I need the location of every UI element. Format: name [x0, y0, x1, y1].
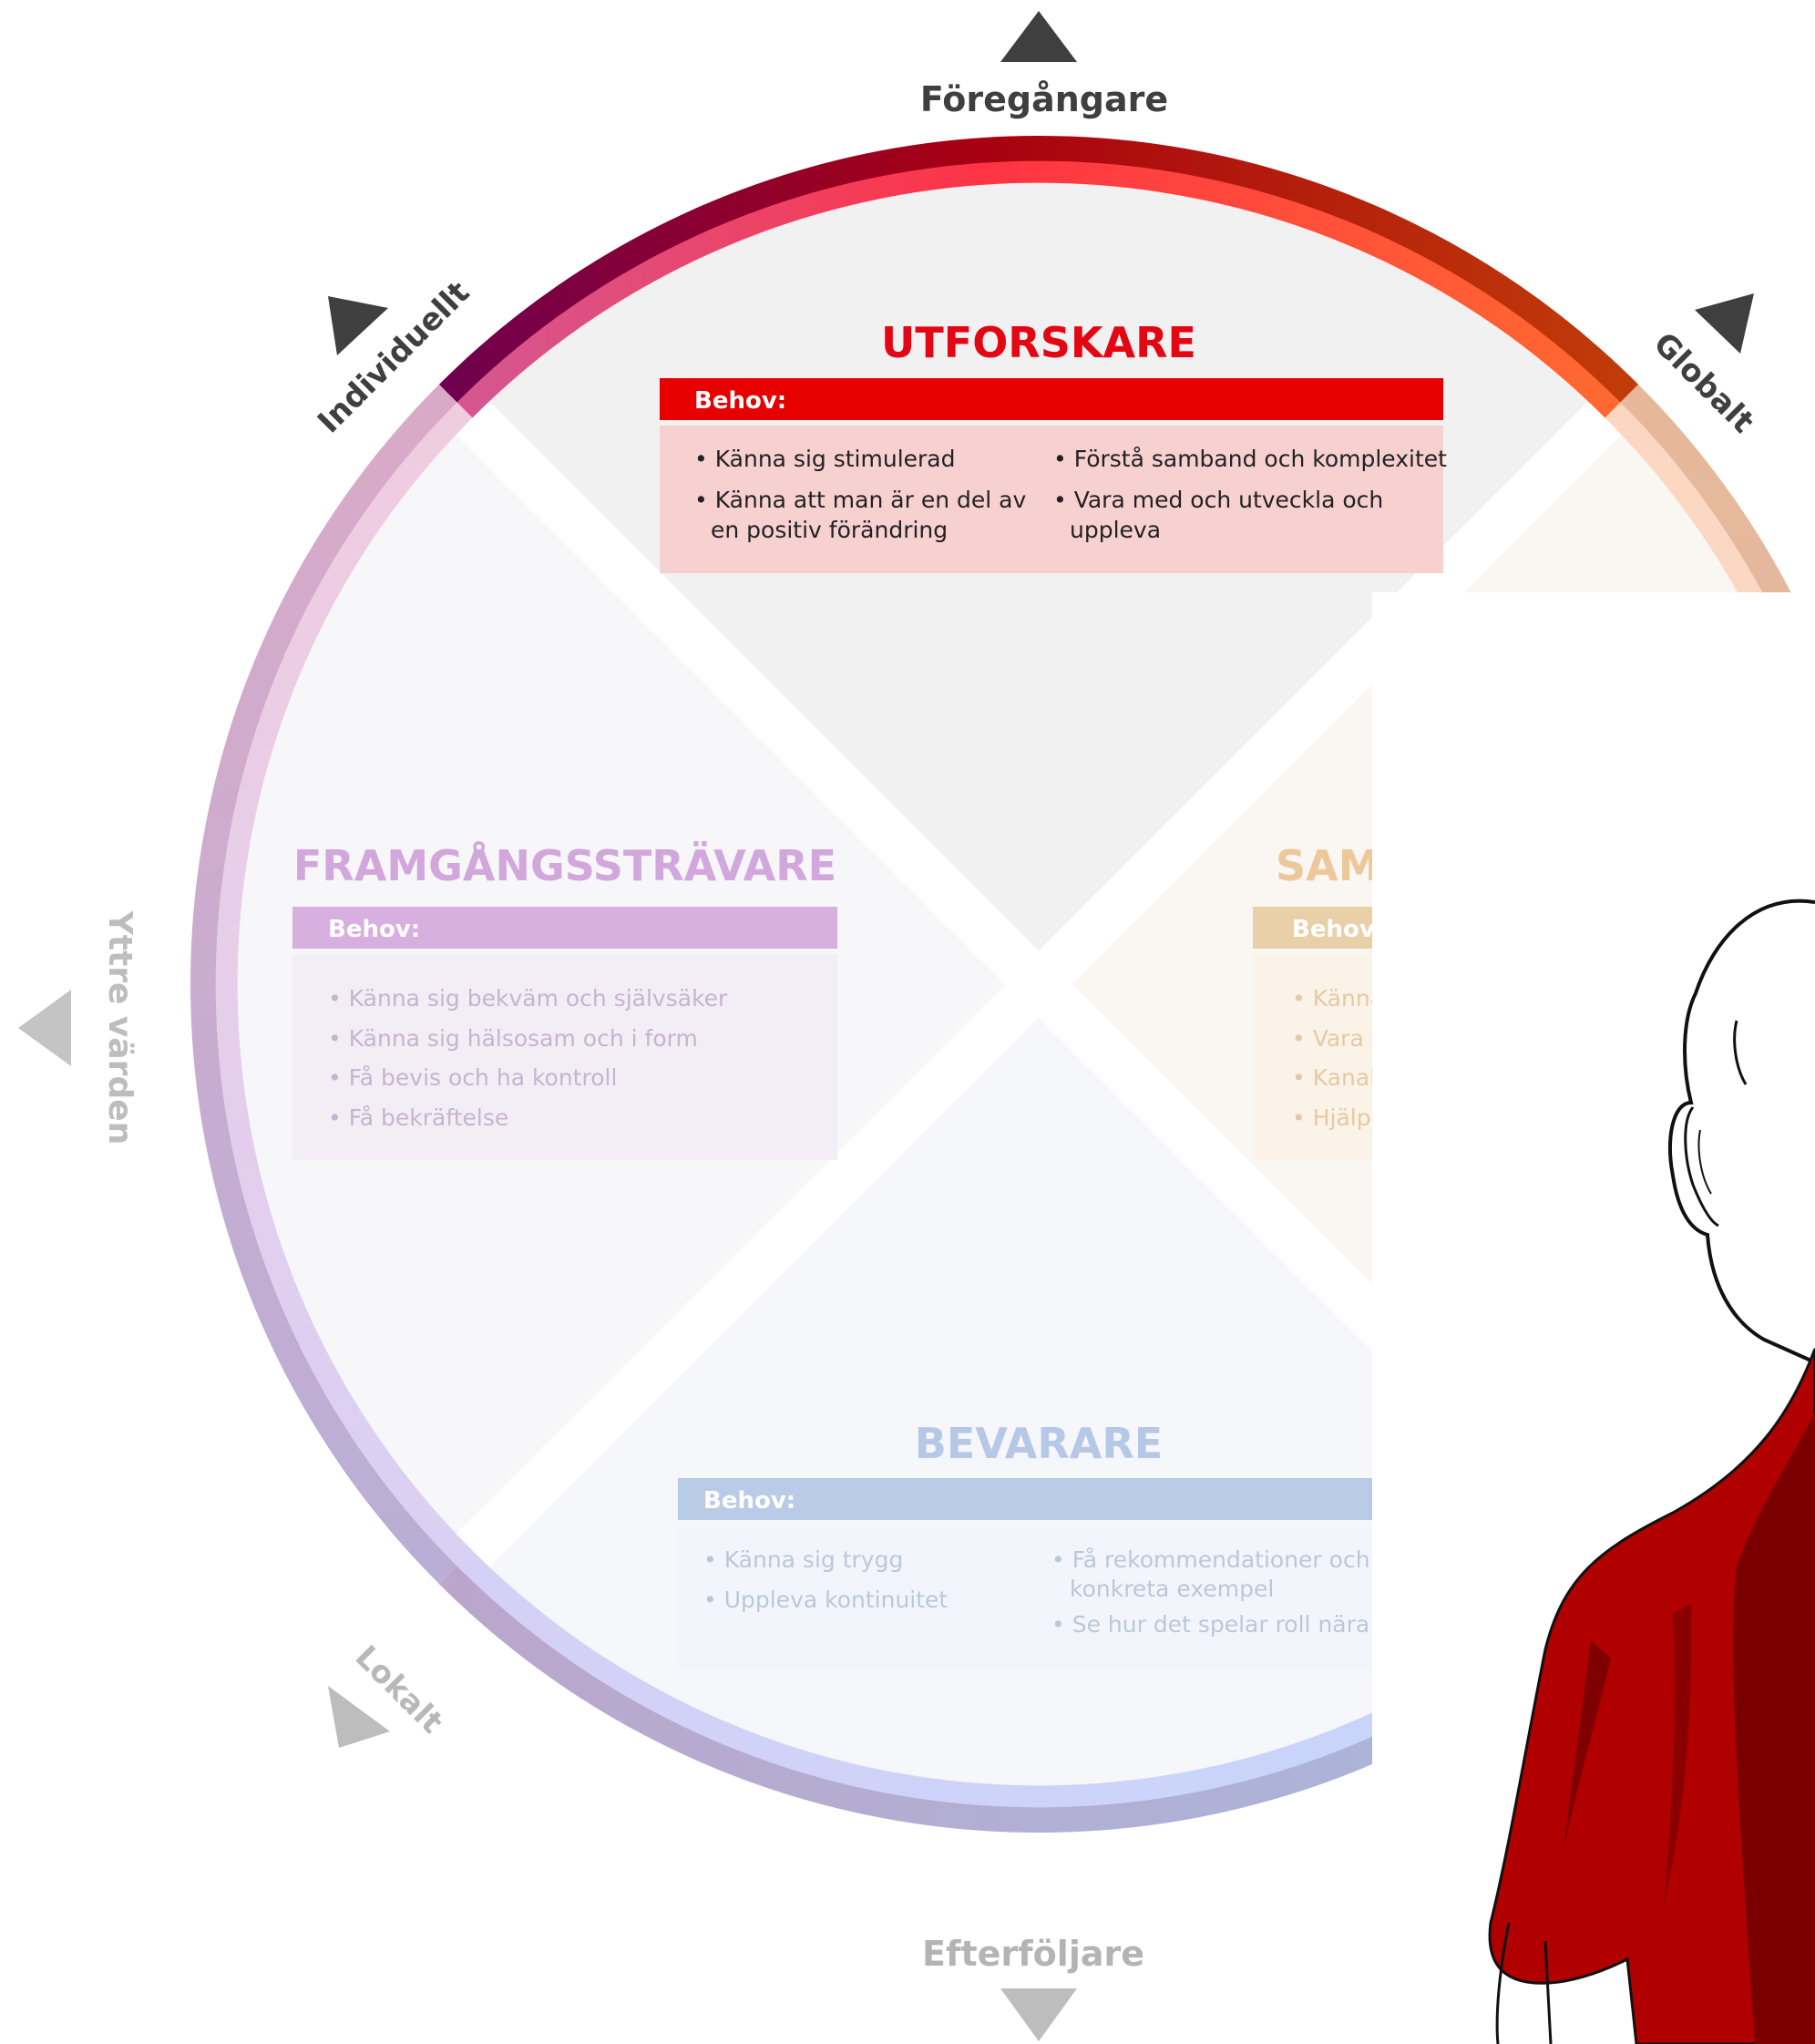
needs-header-bottom — [678, 1478, 1443, 1520]
needs-item: • Kanali — [1292, 1064, 1382, 1091]
quadrant-title-bottom: BEVARARE — [915, 1419, 1163, 1468]
needs-item: • Känna — [1292, 985, 1384, 1012]
needs-header-label-right: Behov: — [1292, 916, 1384, 943]
person-shirt-fold — [1664, 1604, 1692, 1905]
needs-item: • Få rekommendationer och — [1051, 1546, 1370, 1573]
ring-top-outer — [438, 136, 1639, 405]
person-illustration — [1488, 899, 1815, 2044]
needs-item-cont: uppleva — [1070, 517, 1161, 543]
person-arm — [1495, 1922, 1553, 2044]
quadrant-title-left: FRAMGÅNGSSTRÄVARE — [293, 841, 836, 890]
needs-item-cont: konkreta exempel — [1070, 1576, 1274, 1602]
person-ear — [1684, 1106, 1719, 1227]
ring-top-inner — [456, 160, 1621, 418]
needs-header-label-top: Behov: — [694, 387, 786, 415]
quadrant-left: FRAMGÅNGSSTRÄVARE Behov: • Känna sig bek… — [292, 841, 837, 1160]
ring-left-outer — [190, 384, 459, 1585]
quadrant-top: UTFORSKARE Behov: • Känna sig stimulerad… — [660, 318, 1447, 573]
axis-arrows — [18, 11, 1754, 2041]
needs-item-cont: en positiv förändring — [711, 517, 948, 543]
arrow-downleft-icon — [328, 1686, 390, 1748]
needs-box-top — [660, 426, 1443, 573]
person-hair-line — [1733, 1020, 1748, 1085]
person-shirt-shadow — [1733, 1412, 1815, 2044]
sector-top — [465, 171, 1613, 985]
needs-box-left — [292, 954, 837, 1160]
arrow-left-icon — [18, 990, 71, 1066]
needs-item: • Få bekräftelse — [328, 1104, 508, 1131]
arrow-up-icon — [1000, 11, 1077, 62]
needs-item: • Förstå samband och komplexitet — [1053, 446, 1447, 472]
quadrant-right: SAM Behov: • Känna • Vara d • Kanali • H… — [1253, 841, 1471, 1160]
needs-header-left — [292, 907, 837, 949]
ring-left-inner — [215, 402, 473, 1566]
axis-label-bottom: Efterföljare — [922, 1934, 1144, 1974]
person-shirt-fold — [1564, 1640, 1611, 1850]
needs-item: • Vara med och utveckla och — [1053, 487, 1383, 513]
needs-header-top — [660, 378, 1443, 420]
quadrant-bottom: BEVARARE Behov: • Känna sig trygg • Uppl… — [678, 1419, 1443, 1669]
person-shirt — [1488, 1348, 1815, 2044]
needs-item: • Få bevis och ha kontroll — [328, 1064, 617, 1091]
person-ear-inner — [1697, 1129, 1712, 1195]
needs-item: • Känna sig stimulerad — [694, 446, 956, 472]
needs-item: • Hjälp — [1292, 1104, 1371, 1131]
arrow-upright-icon — [1695, 293, 1754, 354]
arrow-down-icon — [1000, 1988, 1077, 2041]
person-illustration-panel — [1372, 592, 1815, 2044]
needs-header-label-left: Behov: — [328, 916, 420, 943]
needs-item: • Uppleva kontinuitet — [703, 1587, 948, 1613]
quadrant-title-top: UTFORSKARE — [881, 318, 1196, 367]
axis-label-top: Föregångare — [920, 79, 1168, 119]
axis-label-left: Yttre värden — [101, 910, 138, 1145]
person-head-outline — [1667, 899, 1815, 1364]
arrow-upleft-icon — [328, 296, 388, 355]
needs-item: • Se hur det spelar roll nära m — [1051, 1611, 1400, 1638]
quadrant-title-right: SAM — [1276, 841, 1380, 890]
needs-item: • Känna sig hälsosam och i form — [328, 1025, 698, 1052]
needs-header-label-bottom: Behov: — [703, 1487, 795, 1515]
needs-item: • Känna att man är en del av — [694, 487, 1026, 513]
needs-item: • Känna sig bekväm och självsäker — [328, 985, 728, 1012]
needs-item: • Känna sig trygg — [703, 1546, 903, 1573]
needs-box-bottom — [678, 1525, 1443, 1669]
